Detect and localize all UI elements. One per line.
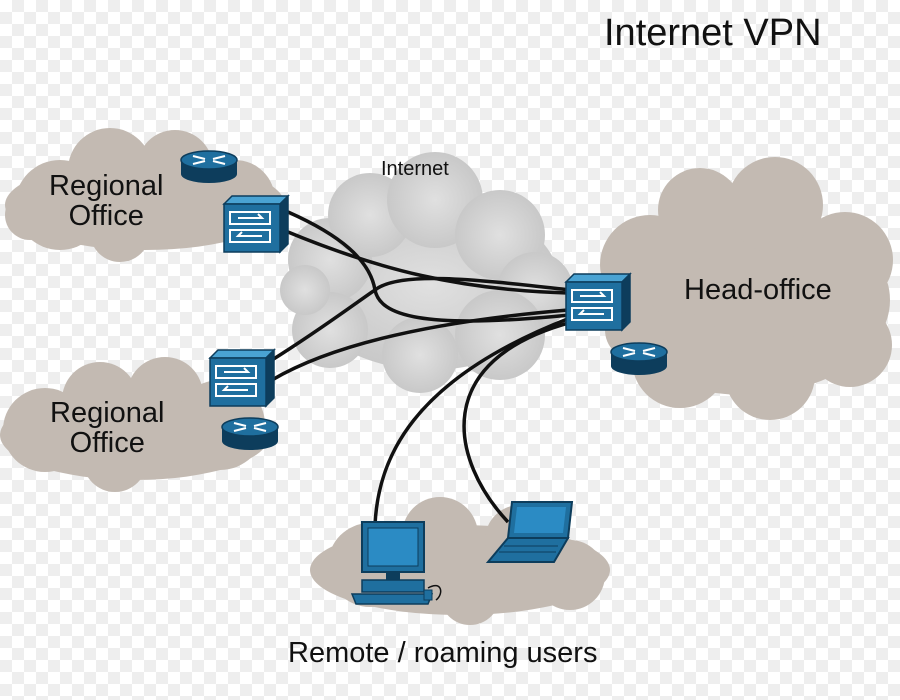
link-bottom-regional-a: [271, 276, 571, 362]
internet-label: Internet: [381, 158, 449, 180]
regional-office-bottom-line2: Office: [69, 427, 145, 460]
regional-office-bottom-line1: Regional: [50, 397, 165, 429]
router-icon: [221, 417, 279, 450]
router-icon: [180, 150, 238, 183]
link-laptop: [462, 320, 573, 524]
router-icon: [610, 342, 668, 375]
regional-office-top-label: Regional Office: [49, 171, 163, 232]
link-top-regional-b: [287, 230, 569, 295]
regional-office-top-line2: Office: [68, 200, 144, 233]
laptop-icon: [485, 501, 574, 563]
internet-cloud: [280, 152, 573, 393]
remote-users-label: Remote / roaming users: [288, 637, 598, 669]
firewall-icon: [564, 272, 632, 332]
regional-office-bottom-label: Regional Office: [50, 398, 164, 459]
desktop-computer-icon: [350, 521, 442, 605]
vpn-links: [271, 210, 573, 526]
head-office-label: Head-office: [684, 274, 832, 306]
link-desktop: [373, 316, 571, 526]
regional-office-bottom-cloud: [0, 357, 270, 492]
diagram-title: Internet VPN: [604, 12, 822, 54]
link-bottom-regional-b: [271, 308, 569, 382]
regional-office-top-line1: Regional: [49, 170, 164, 202]
firewall-icon: [208, 348, 276, 408]
firewall-icon: [222, 194, 290, 254]
